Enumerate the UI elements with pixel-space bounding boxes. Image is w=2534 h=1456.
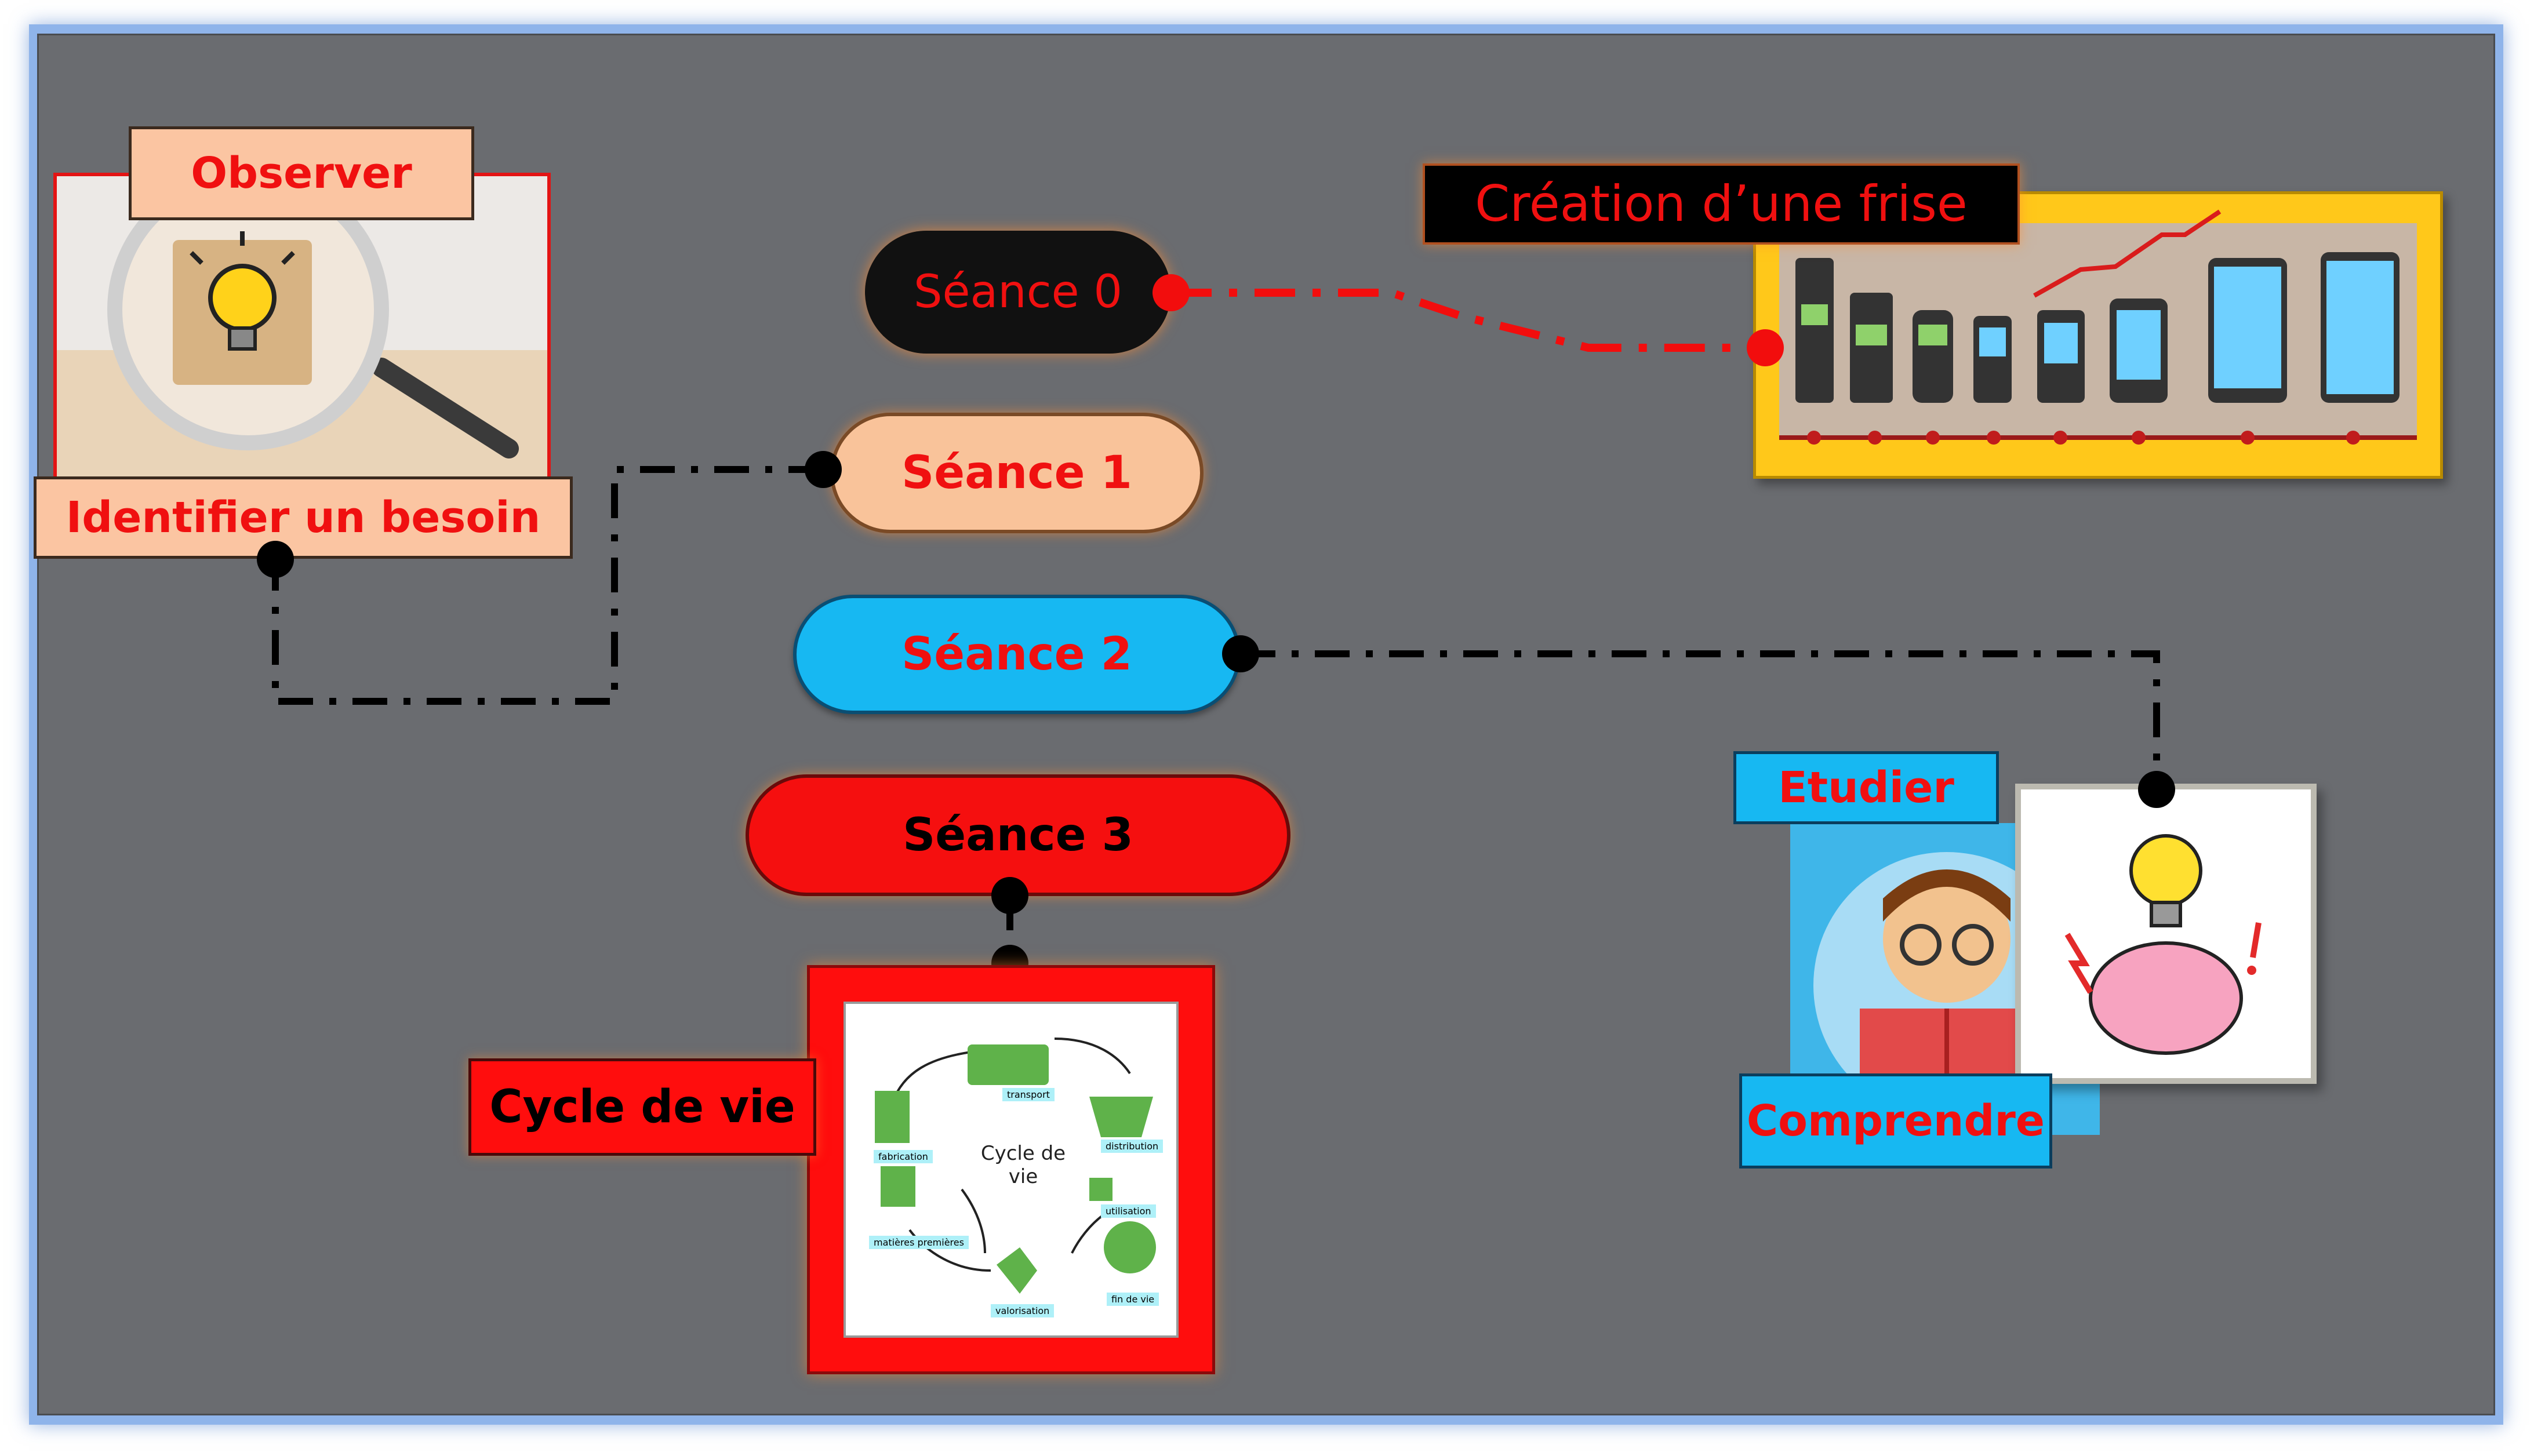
study-title: Etudier [1733,751,1999,824]
study-caption: Comprendre [1739,1073,2052,1169]
cycle-card: Cycle de vie transport distribution util… [807,965,1215,1374]
observe-caption: Identifier un besoin [34,476,573,559]
observe-title: Observer [129,126,474,220]
study-idea-frame [2015,784,2317,1084]
frise-title: Création d’une frise [1423,163,2020,245]
cycle-title: Cycle de vie [468,1058,816,1156]
phone-evolution-timeline-image [1779,209,2417,445]
seance-0-pill[interactable]: Séance 0 [865,231,1171,354]
seance-0-dot [1153,274,1190,311]
seance-3-dot-top [991,877,1028,914]
cycle-stage-label: valorisation [991,1304,1055,1317]
brain-lightbulb-icon [2021,789,2311,1078]
cycle-center-label: Cycle de vie [980,1142,1066,1188]
connector-seance0-frise [1171,289,1765,352]
cycle-stage-label: matières premières [869,1236,969,1249]
cycle-stage-label: distribution [1101,1140,1164,1153]
cycle-stage-label: utilisation [1101,1204,1156,1218]
connector-seance1-observer [272,466,823,705]
cycle-stage-label: fabrication [874,1150,933,1163]
cycle-diagram: Cycle de vie transport distribution util… [844,1002,1179,1338]
seance-1-pill[interactable]: Séance 1 [830,413,1204,533]
lightbulb-icon [190,231,295,351]
frise-connector-dot [1747,329,1784,366]
observe-connector-dot [257,541,294,578]
seance-1-dot [805,451,842,488]
observe-card [53,173,551,486]
seance-3-pill[interactable]: Séance 3 [746,774,1290,896]
seance-2-pill[interactable]: Séance 2 [793,595,1241,714]
cycle-stage-label: transport [1002,1088,1055,1101]
study-connector-dot [2138,771,2175,808]
cycle-stage-label: fin de vie [1107,1293,1159,1306]
growth-arrow-icon [2033,209,2222,298]
magnifier-lightbulb-image [57,176,547,482]
seance-2-dot [1222,635,1259,672]
connector-seance2-study [1241,650,2160,788]
